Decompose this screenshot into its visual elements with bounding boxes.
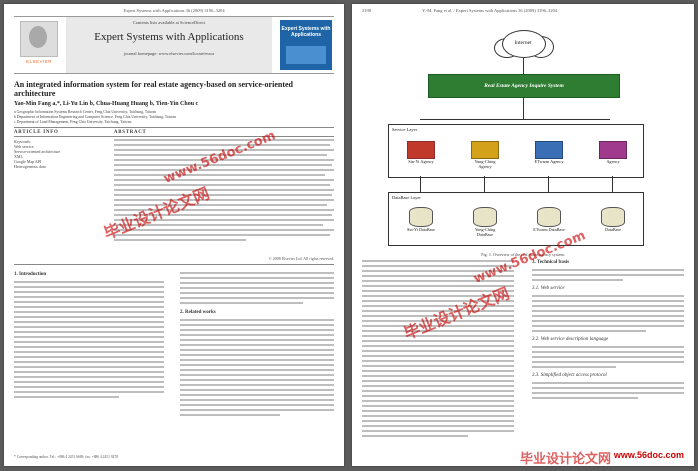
cover-title: Expert Systems with Applications <box>281 26 331 38</box>
agency-building-icon <box>599 141 627 159</box>
agent-other: Agency <box>597 141 629 169</box>
db-etwarm: ETwarm DataBase <box>532 207 566 232</box>
affiliation-c: c Department of Land Management, Feng Ch… <box>14 120 132 124</box>
agency-building-icon <box>407 141 435 159</box>
author-list: Yao-Min Fang a,*, Li-Yu Lin b, Chua-Huan… <box>14 101 199 107</box>
page-number: 3198 <box>362 8 371 13</box>
agent-sinyi: Sin-Yi Agency <box>405 141 437 169</box>
agent-yungching: Yung-Ching Agency <box>469 141 501 169</box>
journal-masthead: ELSEVIER Contents lists available at Sci… <box>14 16 334 74</box>
db-label: ETwarm DataBase <box>533 227 565 232</box>
agent-label: Yung-Ching Agency <box>474 159 496 169</box>
section-heading-intro: 1. Introduction <box>14 272 47 277</box>
keyword-item: Service-oriented architecture <box>14 149 61 154</box>
service-layer-label: Service Layer <box>392 127 418 132</box>
db-label: Yung-Ching DataBase <box>474 227 496 237</box>
copyright-line: © 2008 Elsevier Ltd. All rights reserved… <box>268 256 334 261</box>
publisher-name: ELSEVIER <box>25 59 52 64</box>
elsevier-tree-icon <box>20 21 58 57</box>
article-info-label: ARTICLE INFO <box>14 130 59 135</box>
agent-etwarm: ETwarm Agency <box>533 141 565 169</box>
page-left: Expert Systems with Applications 36 (200… <box>4 4 344 466</box>
db-label: Sin-Yi DataBase <box>406 227 436 232</box>
db-other: DataBase <box>596 207 630 232</box>
running-head: Y.-M. Fang et al. / Expert Systems with … <box>422 8 558 13</box>
page-right: 3198 Y.-M. Fang et al. / Expert Systems … <box>352 4 694 466</box>
database-layer-label: DataBase Layer <box>392 195 421 200</box>
service-layer: Service Layer Sin-Yi Agency Yung-Ching A… <box>388 124 644 178</box>
journal-title: Expert Systems with Applications <box>94 31 244 43</box>
subsection-wsdl: 3.2. Web service description language <box>532 337 609 342</box>
keyword-item: Google Map API <box>14 159 42 164</box>
keywords-box: Keywords: Web service Service-oriented a… <box>14 139 104 169</box>
affiliation-b: b Department of Information Engineering … <box>14 115 176 119</box>
keyword-item: XML <box>14 154 23 159</box>
footnote: * Corresponding author. Tel.: +886 4 245… <box>14 455 119 459</box>
agent-label: Agency <box>606 159 620 164</box>
divider <box>14 136 334 137</box>
column-right: 2. Related works <box>180 272 334 419</box>
divider <box>14 127 334 128</box>
watermark-site: www.56doc.com <box>613 450 684 460</box>
section-heading-technical: 3. Technical basis <box>532 260 570 265</box>
article-title: An integrated information system for rea… <box>14 80 293 98</box>
journal-cover: Expert Systems with Applications <box>280 20 332 70</box>
section-heading-related: 2. Related works <box>180 310 216 315</box>
database-icon <box>537 207 561 227</box>
affiliation-a: a Geographic Information Systems Researc… <box>14 110 157 114</box>
abstract-text <box>114 139 334 255</box>
column-left <box>362 260 514 440</box>
db-label: DataBase <box>604 227 622 232</box>
figure-architecture: Internet Real Estate Agency Inquire Syst… <box>374 20 672 257</box>
agency-building-icon <box>535 141 563 159</box>
database-icon <box>473 207 497 227</box>
internet-cloud-icon: Internet <box>492 22 554 58</box>
agent-label: Sin-Yi Agency <box>408 159 434 164</box>
keyword-item: Heterogeneous data <box>14 164 46 169</box>
watermark-text: 毕业设计论文网 <box>520 452 612 467</box>
keyword-item: Web service <box>14 144 34 149</box>
running-head: Expert Systems with Applications 36 (200… <box>123 8 225 13</box>
divider <box>14 264 334 265</box>
subsection-webservice: 3.1. Web service <box>532 286 565 291</box>
figure-caption: Fig. 1. Overview of the real estate agen… <box>481 252 565 257</box>
contents-line[interactable]: Contents lists available at ScienceDirec… <box>132 20 206 25</box>
database-icon <box>601 207 625 227</box>
agency-building-icon <box>471 141 499 159</box>
journal-homepage[interactable]: journal homepage: www.elsevier.com/locat… <box>123 51 215 56</box>
affiliations: a Geographic Information Systems Researc… <box>14 110 176 125</box>
column-left: 1. Introduction <box>14 272 164 401</box>
elsevier-logo: ELSEVIER <box>16 21 62 67</box>
database-icon <box>409 207 433 227</box>
abstract-label: ABSTRACT <box>114 130 147 135</box>
cover-graphic <box>286 46 326 64</box>
column-right: 3. Technical basis 3.1. Web service 3.2.… <box>532 260 684 402</box>
agent-label: ETwarm Agency <box>534 159 564 164</box>
system-box: Real Estate Agency Inquire System <box>428 74 620 98</box>
db-yungching: Yung-Ching DataBase <box>468 207 502 237</box>
subsection-soap: 3.3. Simplified object access protocol <box>532 373 607 378</box>
internet-label: Internet <box>514 40 532 46</box>
database-layer: DataBase Layer Sin-Yi DataBase Yung-Chin… <box>388 192 644 246</box>
keywords-label: Keywords: <box>14 139 32 144</box>
masthead-center: Contents lists available at ScienceDirec… <box>66 17 272 73</box>
db-sinyi: Sin-Yi DataBase <box>404 207 438 232</box>
